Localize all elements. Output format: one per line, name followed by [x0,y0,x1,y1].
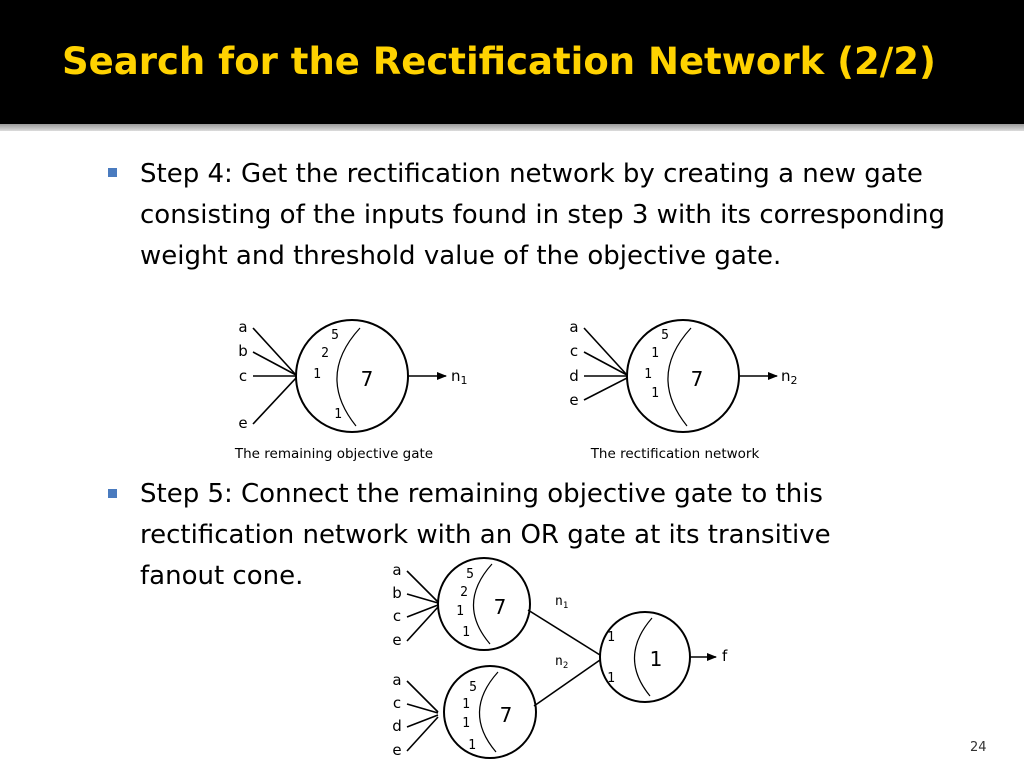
input-wire [406,593,439,604]
gate-divider [633,617,653,697]
input-label: e [238,414,247,432]
bullet-step-4: Step 4: Get the rectification network by… [140,159,946,271]
weight-label: 1 [462,716,470,731]
input-label: b [392,584,402,602]
gate-circle [443,665,537,759]
input-wire [406,714,439,728]
gate-circle [437,557,531,651]
input-wire [406,604,439,618]
figure-caption: The rectification network [590,446,760,462]
connect-wire [533,659,601,707]
rectification-gate: a c d e 5 1 1 1 7 n2 The rectification n… [569,318,797,462]
wire-label: n1 [555,594,568,611]
page-number: 24 [970,740,987,755]
input-wire [252,351,297,376]
input-wire [406,716,439,752]
slide-title: Search for the Rectification Network (2/… [62,40,936,83]
input-label: a [392,671,401,689]
connect-wire [527,609,601,656]
weight-label: 1 [313,367,321,382]
input-label: c [393,694,401,712]
threshold-label: 7 [361,367,374,391]
input-wire [406,703,439,714]
weight-label: 5 [469,680,477,695]
weight-label: 1 [462,697,470,712]
weight-label: 1 [607,630,615,645]
weight-label: 5 [466,567,474,582]
input-label: d [392,717,402,735]
input-label: a [392,561,401,579]
threshold-label: 7 [691,367,704,391]
weight-label: 5 [661,328,669,343]
weight-label: 1 [468,738,476,753]
input-label: e [569,391,578,409]
output-label: n1 [451,367,468,387]
gate-divider [478,671,499,753]
input-label: e [392,631,401,649]
title-bar [0,0,1024,124]
gate-divider [472,563,493,645]
bullet-marker [108,489,117,498]
weight-label: 1 [651,346,659,361]
input-wire [406,680,439,713]
input-label: c [239,367,247,385]
wire-label: n2 [555,654,568,671]
weight-label: 1 [651,386,659,401]
threshold-label: 7 [494,595,507,619]
threshold-label: 1 [650,647,663,671]
input-wire [406,606,439,642]
input-wire [583,377,628,401]
output-label: n2 [781,367,798,387]
bullet-marker [108,168,117,177]
weight-label: 1 [462,625,470,640]
threshold-label: 7 [500,703,513,727]
input-label: b [238,342,248,360]
input-wire [583,327,628,376]
title-divider [0,124,1024,131]
input-label: a [569,318,578,336]
input-label: a [238,318,247,336]
input-wire [406,570,439,603]
combined-bottom-gate: a c d e 5 1 1 1 7 n2 [392,654,568,759]
gate-divider [336,327,361,427]
input-wire [252,377,297,425]
input-label: c [570,342,578,360]
bullet-step-5: Step 5: Connect the remaining objective … [140,479,831,591]
weight-label: 1 [456,604,464,619]
input-wire [252,327,297,376]
weight-label: 5 [331,328,339,343]
weight-label: 1 [644,367,652,382]
weight-label: 2 [460,585,468,600]
output-label: f [722,647,728,665]
input-label: c [393,607,401,625]
weight-label: 1 [607,671,615,686]
combined-top-gate: a b c e 5 2 1 1 7 n1 [392,557,568,651]
weight-label: 2 [321,346,329,361]
input-label: d [569,367,579,385]
weight-label: 1 [334,407,342,422]
or-gate: 1 1 1 f [527,609,728,707]
figure-caption: The remaining objective gate [234,446,433,462]
input-label: e [392,741,401,759]
gate-divider [667,327,692,427]
input-wire [583,351,628,376]
objective-gate: a b c e 5 2 1 1 7 n1 The remaining objec… [234,318,468,462]
